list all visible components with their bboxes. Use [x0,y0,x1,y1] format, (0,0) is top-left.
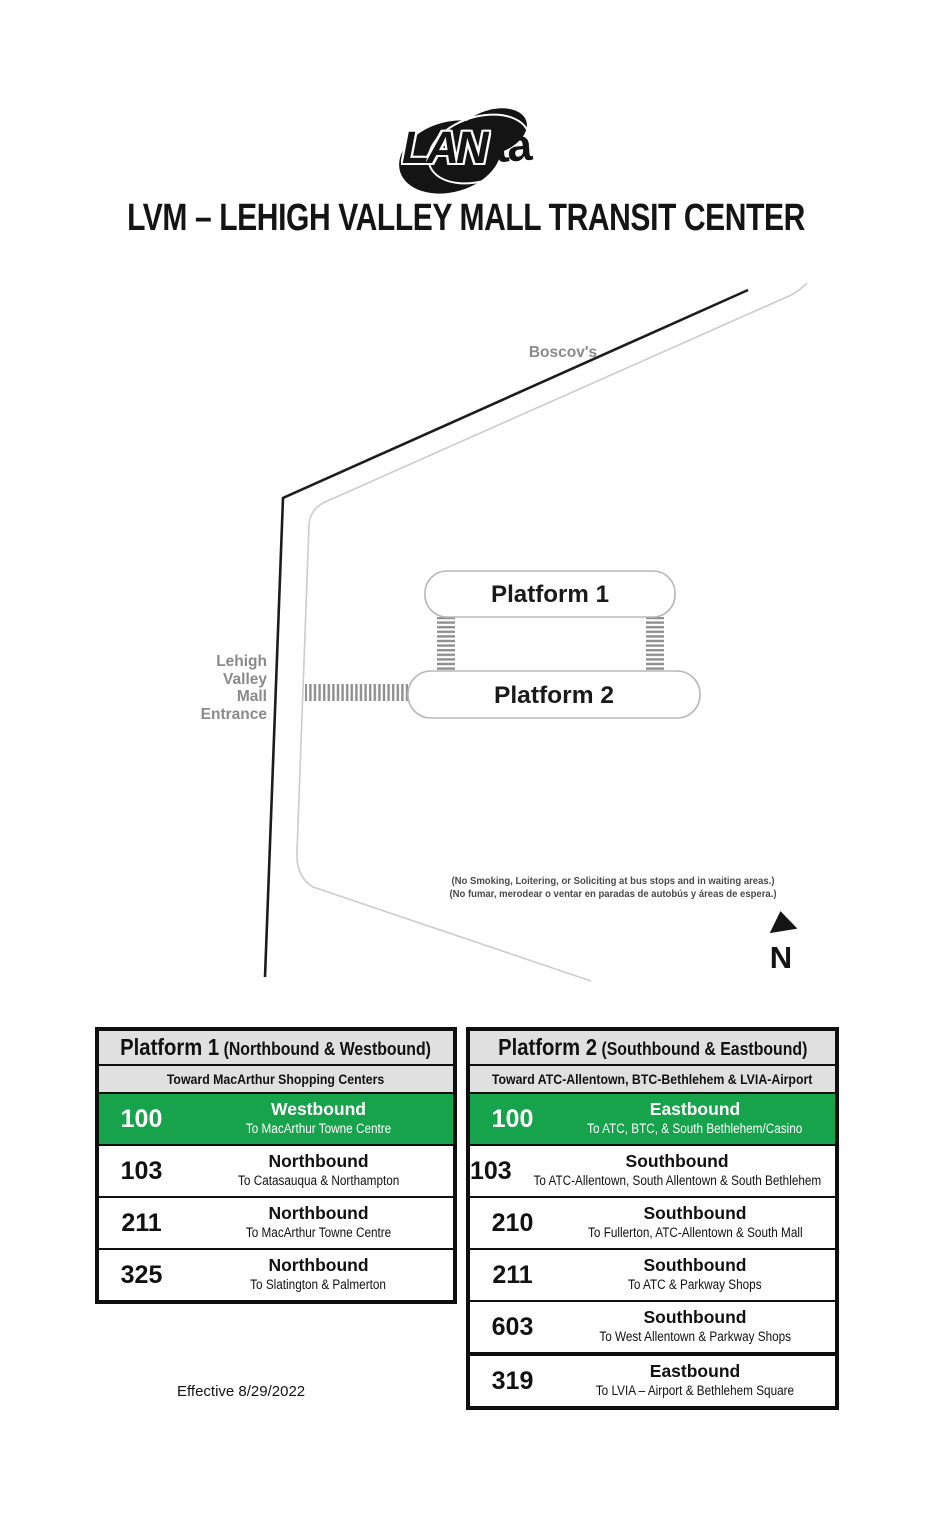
platform2-box [407,670,701,719]
table-row: 319 Eastbound To LVIA – Airport & Bethle… [470,1356,835,1406]
route-direction: Northbound [268,1202,369,1223]
lanta-logo: LAN ta [390,99,563,205]
north-arrow-icon [769,911,798,934]
route-direction: Northbound [268,1254,369,1275]
table-row: 100 Westbound To MacArthur Towne Centre [99,1094,453,1146]
platform2-table-title: Platform 2 [497,1034,597,1060]
table-row: 603 Southbound To West Allentown & Parkw… [470,1302,835,1356]
route-destination: To Catasauqua & Northampton [237,1173,400,1189]
route-destination: To Slatington & Palmerton [250,1277,387,1293]
route-destination: To ATC, BTC, & South Bethlehem/Casino [587,1121,803,1137]
table-row: 103 Northbound To Catasauqua & Northampt… [99,1146,453,1198]
table-row: 325 Northbound To Slatington & Palmerton [99,1250,453,1300]
route-number: 211 [121,1208,162,1237]
platform1-toward-header: Toward MacArthur Shopping Centers [99,1066,453,1094]
route-destination: To West Allentown & Parkway Shops [599,1329,791,1345]
effective-date: Effective 8/29/2022 [177,1383,306,1400]
route-destination: To MacArthur Towne Centre [245,1225,392,1241]
table-row: 103 Southbound To ATC-Allentown, South A… [470,1146,835,1198]
road-edge-line [263,288,749,978]
route-destination: To ATC & Parkway Shops [628,1277,762,1293]
platform1-label: Platform 1 [491,581,609,608]
logo-text-ta: ta [492,118,532,173]
route-number: 325 [120,1260,163,1289]
route-direction: Southbound [643,1202,747,1223]
entrance-label-line3: Mall [237,688,267,705]
platform2-table-subtitle: (Southbound & Eastbound) [601,1039,808,1059]
route-number: 103 [120,1156,163,1185]
route-direction: Eastbound [649,1098,741,1119]
mall-outline-line [296,282,808,982]
platform2-table: Platform 2 (Southbound & Eastbound) Towa… [466,1027,839,1410]
no-smoking-notice-es: (No fumar, merodear o ventar en paradas … [450,888,777,900]
no-smoking-notice-en: (No Smoking, Loitering, or Soliciting at… [452,875,775,887]
route-number: 103 [470,1156,512,1185]
route-number: 603 [491,1312,534,1341]
route-number: 100 [491,1104,534,1133]
platform1-table-subtitle: (Northbound & Westbound) [224,1039,432,1059]
platform1-box [424,570,676,618]
route-direction: Eastbound [649,1360,741,1381]
route-direction: Southbound [643,1254,747,1275]
station-map: Boscov's Platform 1 Platform 2 Lehigh Va… [201,282,808,982]
route-number: 211 [492,1260,533,1289]
walkway-connector-entrance [305,684,408,701]
walkway-connector-left [437,617,455,671]
route-number: 100 [120,1104,163,1133]
platform2-table-header: Platform 2 (Southbound & Eastbound) [470,1031,835,1066]
page-title: LVM – LEHIGH VALLEY MALL TRANSIT CENTER [127,197,806,239]
route-destination: To MacArthur Towne Centre [245,1121,392,1137]
platform1-table-title: Platform 1 [120,1034,220,1060]
north-label: N [770,940,792,975]
table-row: 211 Northbound To MacArthur Towne Centre [99,1198,453,1250]
route-direction: Northbound [268,1150,369,1171]
platform1-table: Platform 1 (Northbound & Westbound) Towa… [95,1027,457,1304]
platform2-label: Platform 2 [494,682,614,709]
route-destination: To ATC-Allentown, South Allentown & Sout… [533,1173,821,1189]
route-number: 319 [491,1366,534,1395]
route-destination: To LVIA – Airport & Bethlehem Square [595,1383,795,1399]
boscovs-label: Boscov's [529,344,597,361]
logo-text-lan: LAN [402,122,489,173]
route-destination: To Fullerton, ATC-Allentown & South Mall [587,1225,803,1241]
table-row: 100 Eastbound To ATC, BTC, & South Bethl… [470,1094,835,1146]
platform2-toward-header: Toward ATC-Allentown, BTC-Bethlehem & LV… [470,1066,835,1094]
entrance-label-line4: Entrance [201,706,268,723]
route-direction: Southbound [643,1306,747,1327]
table-row: 210 Southbound To Fullerton, ATC-Allento… [470,1198,835,1250]
platform1-table-header: Platform 1 (Northbound & Westbound) [99,1031,453,1066]
route-number: 210 [491,1208,534,1237]
route-direction: Westbound [271,1098,366,1119]
entrance-label-line2: Valley [223,671,267,688]
entrance-label-line1: Lehigh [216,653,267,670]
route-direction: Southbound [625,1150,729,1171]
walkway-connector-right [646,617,664,671]
table-row: 211 Southbound To ATC & Parkway Shops [470,1250,835,1302]
